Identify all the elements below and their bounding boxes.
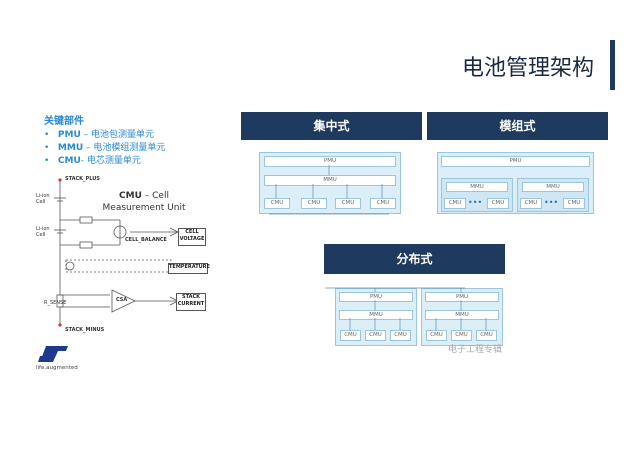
centralized-mmu: MMU (264, 175, 396, 186)
cmu-circuit-diagram (54, 178, 180, 327)
modular-cmu-4: CMU (563, 198, 585, 209)
modular-cmu-1: CMU (444, 198, 466, 209)
centralized-connectors (269, 165, 389, 215)
distributed-pmu-1: PMU (339, 292, 413, 302)
key-point-pmu: • PMU – 电池包测量单元 (44, 130, 155, 140)
stack-current-box: STACK CURRENT (176, 293, 206, 311)
cell-voltage-box: CELL VOLTAGE (178, 228, 206, 246)
centralized-banner: 集中式 (241, 112, 422, 140)
stack-minus-label: STACK_MINUS (65, 327, 105, 333)
centralized-cmu-1: CMU (264, 198, 290, 209)
modular-mmu-2: MMU (522, 182, 584, 192)
watermark: 电子工程专辑 (448, 345, 503, 355)
modular-mmu-1: MMU (446, 182, 508, 192)
key-points-heading: 关键部件 (44, 116, 84, 127)
modular-dots-2: ••• (544, 198, 559, 207)
modular-dots-1: ••• (468, 198, 483, 207)
cmu-caption: CMU – Cell Measurement Unit (102, 191, 186, 213)
logo-tagline: life.augmented (36, 365, 78, 371)
distributed-cmu-2: CMU (365, 330, 386, 341)
centralized-cmu-4: CMU (370, 198, 396, 209)
distributed-cmu-4: CMU (426, 330, 447, 341)
centralized-cmu-3: CMU (335, 198, 361, 209)
distributed-mmu-2: MMU (425, 310, 499, 320)
centralized-pmu: PMU (264, 156, 396, 167)
cell1-label: Li-ion Cell (36, 193, 50, 205)
distributed-cmu-3: CMU (390, 330, 411, 341)
distributed-mmu-1: MMU (339, 310, 413, 320)
modular-cmu-2: CMU (487, 198, 509, 209)
cell-balance-label: CELL_BALANCE (125, 237, 167, 243)
title-accent-bar (610, 40, 615, 90)
distributed-cmu-6: CMU (476, 330, 497, 341)
centralized-cmu-2: CMU (301, 198, 327, 209)
st-logo-icon (38, 346, 68, 362)
rsense-label: R_SENSE (44, 300, 67, 306)
key-point-cmu: • CMU- 电芯测量单元 (44, 156, 141, 166)
distributed-pmu-2: PMU (425, 292, 499, 302)
cell2-label: Li-ion Cell (36, 226, 50, 238)
temperature-box: TEMPERATURE (168, 263, 210, 274)
key-point-mmu: • MMU – 电池模组测量单元 (44, 143, 166, 153)
page-title: 电池管理架构 (462, 56, 595, 81)
distributed-cmu-5: CMU (451, 330, 472, 341)
distributed-connectors (325, 287, 487, 330)
modular-pmu: PMU (441, 156, 590, 167)
stack-plus-label: STACK_PLUS (65, 176, 100, 182)
modular-cmu-3: CMU (520, 198, 542, 209)
csa-label: CSA (116, 297, 128, 303)
distributed-cmu-1: CMU (340, 330, 361, 341)
modular-banner: 模组式 (427, 112, 608, 140)
distributed-banner: 分布式 (324, 244, 505, 274)
